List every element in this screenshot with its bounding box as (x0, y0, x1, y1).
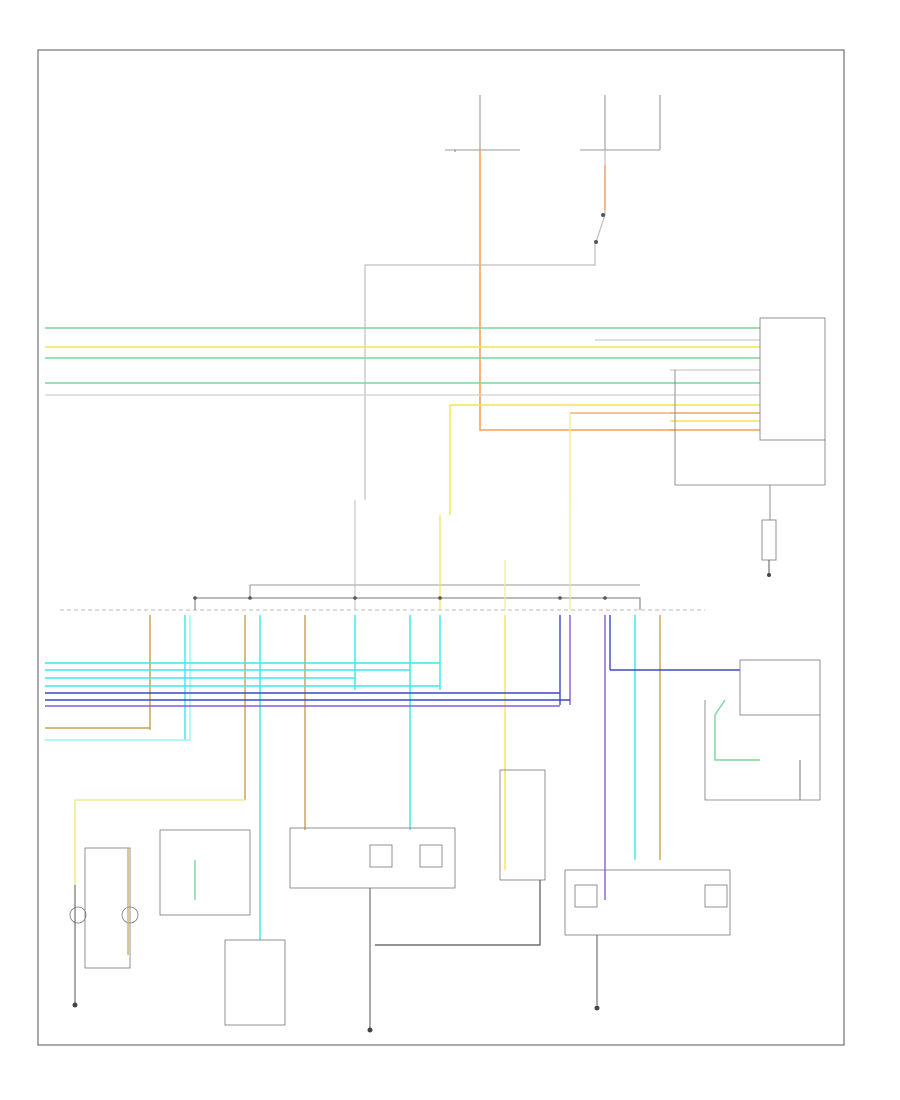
switch-feed-wire (364, 150, 606, 500)
lower-harness-wires (45, 662, 740, 885)
lamp-bulb-icon (121, 906, 139, 924)
ground-symbols (72, 573, 771, 1033)
license-lamp-box (84, 847, 131, 969)
lamp-socket-icon (704, 884, 728, 908)
orange-feed-wire (479, 150, 675, 431)
vertical-harness (149, 500, 661, 940)
passenger-module-box (739, 659, 821, 716)
ground-bus-upper (249, 584, 640, 598)
right-tail-lamp-assembly (564, 869, 731, 936)
passenger-module-green-wire (714, 699, 760, 761)
ground-icon (767, 573, 771, 577)
switch-contact-icon (601, 213, 605, 217)
switch-contact-icon (594, 240, 598, 244)
lamp-socket-icon (369, 844, 393, 868)
splice-points (193, 596, 607, 600)
rear-module-box (159, 829, 251, 916)
rear-harness-connector-box (224, 939, 286, 1026)
ground-icon (367, 1027, 373, 1033)
module-outline (674, 370, 826, 486)
left-tail-lamp-assembly (289, 827, 456, 889)
center-lamp-switch-box (499, 769, 546, 881)
passenger-module-outline (704, 700, 821, 801)
module-input-wires (45, 327, 760, 431)
lamp-bulb-icon (69, 906, 87, 924)
ground-bus (194, 597, 641, 610)
control-module-box (759, 317, 826, 441)
diode-box (761, 519, 777, 561)
lamp-socket-icon (574, 884, 598, 908)
ground-icon (594, 1005, 600, 1011)
lamp-socket-icon (419, 844, 443, 868)
center-switch-ground-wire (375, 880, 541, 946)
top-fuse-feeds (445, 95, 661, 152)
ground-icon (72, 1002, 78, 1008)
diagram-frame (37, 49, 845, 1046)
